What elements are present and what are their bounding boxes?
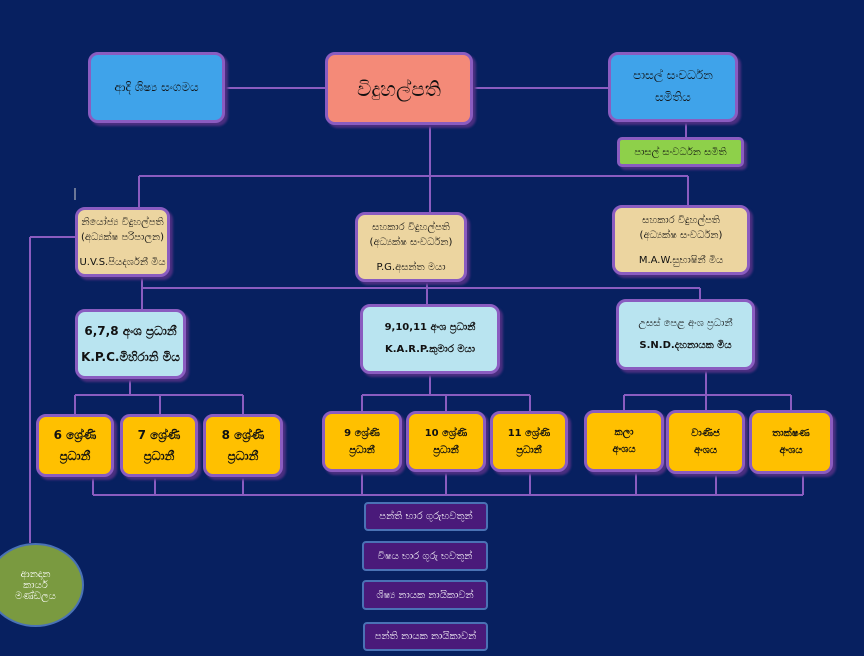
grade-8-head-box[interactable]: 8 ශ්‍රේණි ප්‍රධානී — [203, 414, 283, 477]
arts-section-box[interactable]: කලා අංශය — [584, 410, 664, 472]
role-title: සහකාර විදුහල්පති — [642, 214, 720, 226]
role-desc: (අධ්‍යක්ෂ පරිපාලන) — [80, 231, 165, 243]
role-title: සහකාර විදුහල්පති — [372, 221, 450, 233]
box-label: ශිෂ්‍ය නායක නායිකාවන් — [376, 589, 474, 601]
box-label: ප්‍රධානී — [143, 448, 175, 463]
class-teachers-box[interactable]: පන්ති භාර ගුරුභවතුන් — [364, 502, 488, 531]
box-label: විදුහල්පති — [356, 76, 442, 101]
box-label: 9 ශ්‍රේණි — [344, 427, 380, 439]
assistant-principal-box-2[interactable]: සහකාර විදුහල්පති (අධ්‍යක්ෂ සංවර්ධන) M.A.W.… — [612, 205, 750, 275]
box-label: 7 ශ්‍රේණි — [137, 428, 181, 443]
person-name: P.G.අසන්ත මයා — [376, 261, 446, 273]
box-label: ප්‍රධානී — [433, 444, 459, 456]
grade-11-head-box[interactable]: 11 ශ්‍රේණි ප්‍රධානී — [490, 411, 568, 472]
box-label: පන්ති නායක නායිකාවන් — [374, 631, 477, 642]
section-title: 9,10,11 අංශ ප්‍රධානී — [384, 322, 476, 333]
box-label: මණ්ඩලය — [15, 590, 56, 602]
box-label: 8 ශ්‍රේණි — [221, 428, 265, 443]
alumni-association-box[interactable]: ආදි ශිෂ්‍ය සංගමය — [88, 52, 225, 123]
box-label: විෂය භාර ගුරු භවතුන් — [377, 550, 473, 562]
box-label: සමිතිය — [655, 90, 691, 104]
section-title: 6,7,8 අංශ ප්‍රධානී — [84, 323, 177, 338]
person-name: U.V.S.පියදර්ශනී මිය — [79, 256, 166, 268]
box-label: කාර්ය — [23, 579, 48, 591]
box-label: පාසල් සංවර්ධන — [633, 68, 713, 83]
deputy-principal-box[interactable]: නියෝජ්‍ය විදුහල්පති (අධ්‍යක්ෂ පරිපාලන) U.V… — [75, 207, 170, 277]
box-label: අංශය — [693, 445, 718, 456]
box-label: ප්‍රධානී — [516, 444, 542, 456]
grade-9-head-box[interactable]: 9 ශ්‍රේණි ප්‍රධානී — [322, 411, 402, 472]
role-desc: (අධ්‍යක්ෂ සංවර්ධන) — [639, 229, 723, 241]
school-development-society-box[interactable]: පාසල් සංවර්ධන සමිතිය — [608, 52, 738, 122]
technology-section-box[interactable]: තාක්ෂණ අංශය — [749, 410, 833, 474]
box-label: 10 ශ්‍රේණි — [424, 427, 468, 439]
person-name: S.N.D.දහනායක මිය — [639, 339, 732, 351]
box-label: ප්‍රධානී — [349, 444, 375, 456]
commerce-section-box[interactable]: වාණිජ අංශය — [666, 410, 745, 474]
box-label: ප්‍රධානී — [227, 448, 259, 463]
box-label: පාසල් සංවර්ධන සමිති — [634, 146, 727, 158]
box-label: පන්ති භාර ගුරුභවතුන් — [379, 511, 473, 522]
principal-box[interactable]: විදුහල්පති — [325, 52, 473, 125]
person-name: M.A.W.සුභාෂිනී මිය — [638, 254, 724, 266]
person-name: K.A.R.P.කුමාර මයා — [384, 344, 476, 355]
box-label: ආදි ශිෂ්‍ය සංගමය — [114, 80, 199, 94]
class-monitors-box[interactable]: පන්ති නායක නායිකාවන් — [363, 622, 488, 651]
box-label: වාණිජ — [691, 428, 720, 439]
grade-6-head-box[interactable]: 6 ශ්‍රේණි ප්‍රධානී — [36, 414, 114, 477]
section-head-box-678[interactable]: 6,7,8 අංශ ප්‍රධානී K.P.C.මිහිරානි මිය — [75, 309, 186, 379]
grade-10-head-box[interactable]: 10 ශ්‍රේණි ප්‍රධානී — [406, 411, 486, 472]
section-head-box-al[interactable]: උසස් පෙළ අංශ ප්‍රධානී S.N.D.දහනායක මිය — [616, 299, 755, 370]
role-desc: (අධ්‍යක්ෂ සංවර්ධන) — [369, 236, 453, 248]
box-label: තාක්ෂණ — [772, 428, 810, 439]
section-title: උසස් පෙළ අංශ ප්‍රධානී — [638, 317, 733, 329]
school-development-committee-box[interactable]: පාසල් සංවර්ධන සමිති — [617, 137, 744, 167]
box-label: අංශය — [779, 445, 803, 456]
section-head-box-91011[interactable]: 9,10,11 අංශ ප්‍රධානී K.A.R.P.කුමාර මයා — [360, 304, 500, 374]
box-label: කලා — [614, 427, 634, 438]
grade-7-head-box[interactable]: 7 ශ්‍රේණි ප්‍රධානී — [120, 414, 198, 477]
assistant-principal-box-1[interactable]: සහකාර විදුහල්පති (අධ්‍යක්ෂ සංවර්ධන) P.G.අස… — [355, 212, 467, 282]
student-prefects-box[interactable]: ශිෂ්‍ය නායක නායිකාවන් — [362, 580, 488, 610]
box-label: 11 ශ්‍රේණි — [507, 427, 551, 439]
role-title: නියෝජ්‍ය විදුහල්පති — [81, 216, 164, 228]
subject-teachers-box[interactable]: විෂය භාර ගුරු භවතුන් — [362, 541, 488, 571]
box-label: 6 ශ්‍රේණි — [53, 428, 97, 443]
box-label: අංශය — [612, 444, 636, 455]
person-name: K.P.C.මිහිරානි මිය — [81, 350, 180, 364]
box-label: ප්‍රධානී — [59, 448, 91, 463]
box-label: ආනදාන — [20, 568, 51, 580]
